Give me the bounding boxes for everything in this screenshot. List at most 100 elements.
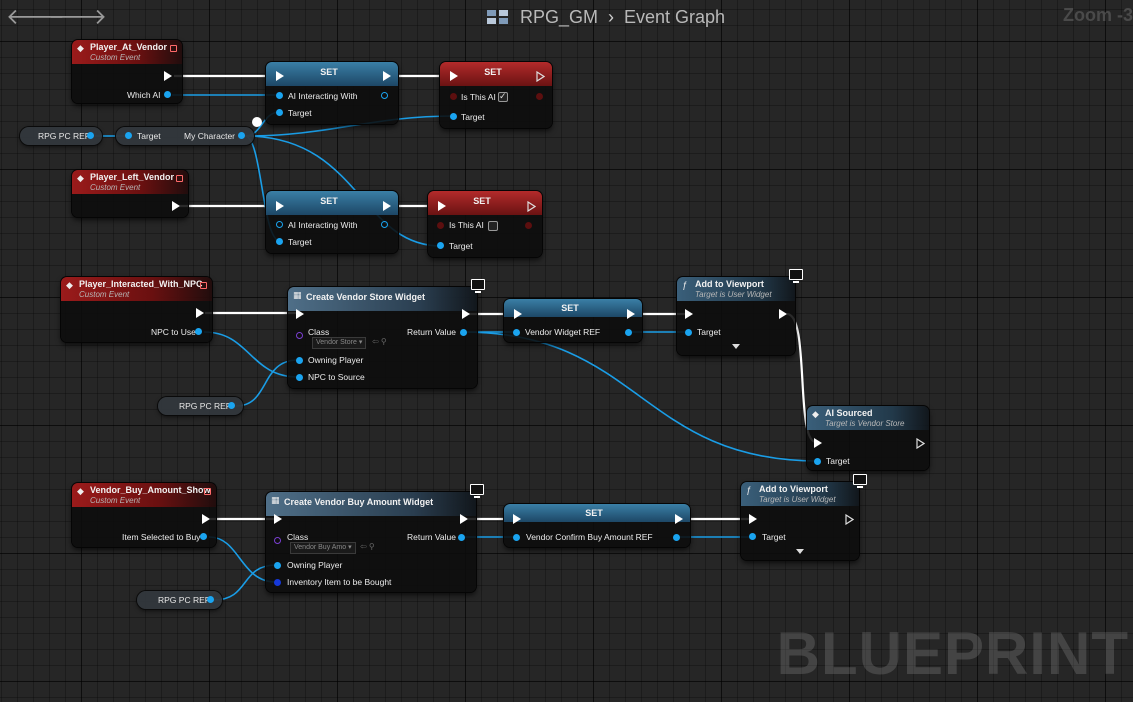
exec-in-pin[interactable]: [276, 71, 284, 81]
pin-inventory-item[interactable]: [274, 579, 281, 586]
create-widget-node-vendor-store[interactable]: ▦ Create Vendor Store Widget Class Vendo…: [288, 279, 485, 388]
delegate-pin-icon[interactable]: [200, 282, 207, 289]
pin-item-selected-to-buy[interactable]: [200, 533, 207, 540]
event-node-player-left-vendor[interactable]: ◆ Player_Left_Vendor Custom Event: [72, 170, 188, 217]
create-widget-node-vendor-buy-amount[interactable]: ▦ Create Vendor Buy Amount Widget Class …: [266, 484, 484, 592]
pin-owning-player[interactable]: [296, 357, 303, 364]
pin-rpg-pc-ref-out[interactable]: [207, 596, 214, 603]
is-this-ai-checkbox[interactable]: [488, 221, 498, 231]
set-node-ai-interacting[interactable]: SET AI Interacting With Target: [266, 62, 398, 124]
exec-in-pin[interactable]: [685, 309, 693, 319]
node-title: SET: [473, 196, 491, 206]
get-my-character-node[interactable]: Target My Character: [116, 127, 254, 145]
function-node-add-to-viewport-2[interactable]: ƒ Add to Viewport Target is User Widget …: [741, 474, 867, 560]
exec-out-pin[interactable]: [202, 514, 210, 524]
exec-out-pin[interactable]: [779, 309, 787, 319]
exec-out-pin[interactable]: [845, 514, 854, 525]
pin-vendor-confirm-ref-out[interactable]: [673, 534, 680, 541]
expand-arrow-icon[interactable]: [796, 549, 804, 554]
function-node-ai-sourced[interactable]: ◆ AI Sourced Target is Vendor Store Targ…: [807, 406, 929, 470]
exec-in-pin[interactable]: [749, 514, 757, 524]
exec-in-pin[interactable]: [276, 201, 284, 211]
breadcrumb-current[interactable]: Event Graph: [624, 6, 726, 27]
pin-is-this-ai-out[interactable]: [525, 222, 532, 229]
pin-owning-player[interactable]: [274, 562, 281, 569]
exec-out-pin[interactable]: [916, 438, 925, 449]
pin-target[interactable]: [276, 109, 283, 116]
class-dropdown[interactable]: Vendor Store ▾: [312, 337, 367, 349]
exec-in-pin[interactable]: [514, 309, 522, 319]
is-this-ai-checkbox[interactable]: [498, 91, 508, 102]
exec-out-pin[interactable]: [383, 71, 391, 81]
browse-search-icon[interactable]: ⇦ ⚲: [360, 542, 375, 551]
exec-in-pin[interactable]: [513, 514, 521, 524]
pin-target[interactable]: [450, 113, 457, 120]
pin-target[interactable]: [749, 533, 756, 540]
pin-target[interactable]: [276, 238, 283, 245]
pin-rpg-pc-ref-out[interactable]: [87, 132, 94, 139]
delegate-pin-icon[interactable]: [204, 488, 211, 495]
pin-vendor-widget-ref-out[interactable]: [625, 329, 632, 336]
pin-npc-to-use[interactable]: [195, 328, 202, 335]
exec-out-pin[interactable]: [172, 201, 180, 211]
pin-vendor-confirm-ref-in[interactable]: [513, 534, 520, 541]
breadcrumb-root[interactable]: RPG_GM: [520, 6, 599, 27]
exec-out-outline-icon: [536, 71, 545, 82]
pin-rpg-pc-ref-out[interactable]: [228, 402, 235, 409]
pin-is-this-ai-in[interactable]: [437, 222, 444, 229]
pin-return-value[interactable]: [458, 534, 465, 541]
pin-ai-interacting-out[interactable]: [381, 92, 388, 99]
exec-in-pin[interactable]: [296, 309, 304, 319]
exec-out-pin[interactable]: [675, 514, 683, 524]
pin-vendor-widget-ref-in[interactable]: [513, 329, 520, 336]
pin-ai-interacting-in[interactable]: [276, 221, 283, 228]
set-node-is-this-ai[interactable]: SET Is This AI Target: [440, 62, 552, 128]
pin-class[interactable]: [274, 537, 281, 544]
pin-target[interactable]: [125, 132, 132, 139]
pin-target[interactable]: [685, 329, 692, 336]
set-node-vendor-confirm-buy-amount-ref[interactable]: SET Vendor Confirm Buy Amount REF: [504, 504, 690, 547]
pin-npc-to-source[interactable]: [296, 374, 303, 381]
exec-out-pin[interactable]: [164, 71, 172, 81]
event-node-vendor-buy-amount-show[interactable]: ◆ Vendor_Buy_Amount_Show Custom Event It…: [72, 483, 216, 547]
set-node-vendor-widget-ref[interactable]: SET Vendor Widget REF: [504, 299, 642, 342]
exec-out-pin[interactable]: [196, 308, 204, 318]
exec-in-pin[interactable]: [438, 201, 446, 211]
event-node-player-at-vendor[interactable]: ◆ Player_At_Vendor Custom Event Which AI: [72, 40, 182, 103]
pin-target[interactable]: [437, 242, 444, 249]
set-node-is-this-ai-clear[interactable]: SET Is This AI Target: [428, 191, 542, 257]
class-dropdown[interactable]: Vendor Buy Amo ▾: [290, 542, 356, 554]
exec-out-pin[interactable]: [527, 201, 536, 212]
expand-arrow-icon[interactable]: [732, 344, 740, 349]
pin-which-ai[interactable]: [164, 91, 171, 98]
variable-rpg-pc-ref[interactable]: RPG PC REF: [20, 127, 102, 145]
pin-ai-interacting-in[interactable]: [276, 92, 283, 99]
reroute-knot[interactable]: [252, 117, 262, 127]
exec-out-pin[interactable]: [460, 514, 468, 524]
pin-is-this-ai-in[interactable]: [450, 93, 457, 100]
pin-is-this-ai-out[interactable]: [536, 93, 543, 100]
pin-target[interactable]: [814, 458, 821, 465]
variable-rpg-pc-ref[interactable]: RPG PC REF: [158, 397, 243, 415]
exec-in-pin[interactable]: [450, 71, 458, 81]
exec-out-pin[interactable]: [383, 201, 391, 211]
pin-ai-interacting-out[interactable]: [381, 221, 388, 228]
set-node-ai-interacting-clear[interactable]: SET AI Interacting With Target: [266, 191, 398, 253]
exec-out-pin[interactable]: [536, 71, 545, 82]
delegate-pin-icon[interactable]: [170, 45, 177, 52]
pin-class[interactable]: [296, 332, 303, 339]
exec-out-pin[interactable]: [462, 309, 470, 319]
browse-search-icon[interactable]: ⇦ ⚲: [372, 337, 387, 346]
pin-return-value[interactable]: [460, 329, 467, 336]
exec-in-pin[interactable]: [814, 438, 822, 448]
exec-in-pin[interactable]: [274, 514, 282, 524]
delegate-pin-icon[interactable]: [176, 175, 183, 182]
pin-my-character-out[interactable]: [238, 132, 245, 139]
event-node-player-interacted-with-npc[interactable]: ◆ Player_Interacted_With_NPC Custom Even…: [61, 277, 212, 342]
node-title: Player_Interacted_With_NPC: [79, 279, 203, 289]
node-header: ƒ Add to Viewport Target is User Widget: [677, 277, 795, 301]
function-node-add-to-viewport[interactable]: ƒ Add to Viewport Target is User Widget …: [677, 269, 803, 355]
exec-out-pin[interactable]: [627, 309, 635, 319]
variable-rpg-pc-ref[interactable]: RPG PC REF: [137, 591, 222, 609]
node-header: SET: [428, 191, 542, 215]
